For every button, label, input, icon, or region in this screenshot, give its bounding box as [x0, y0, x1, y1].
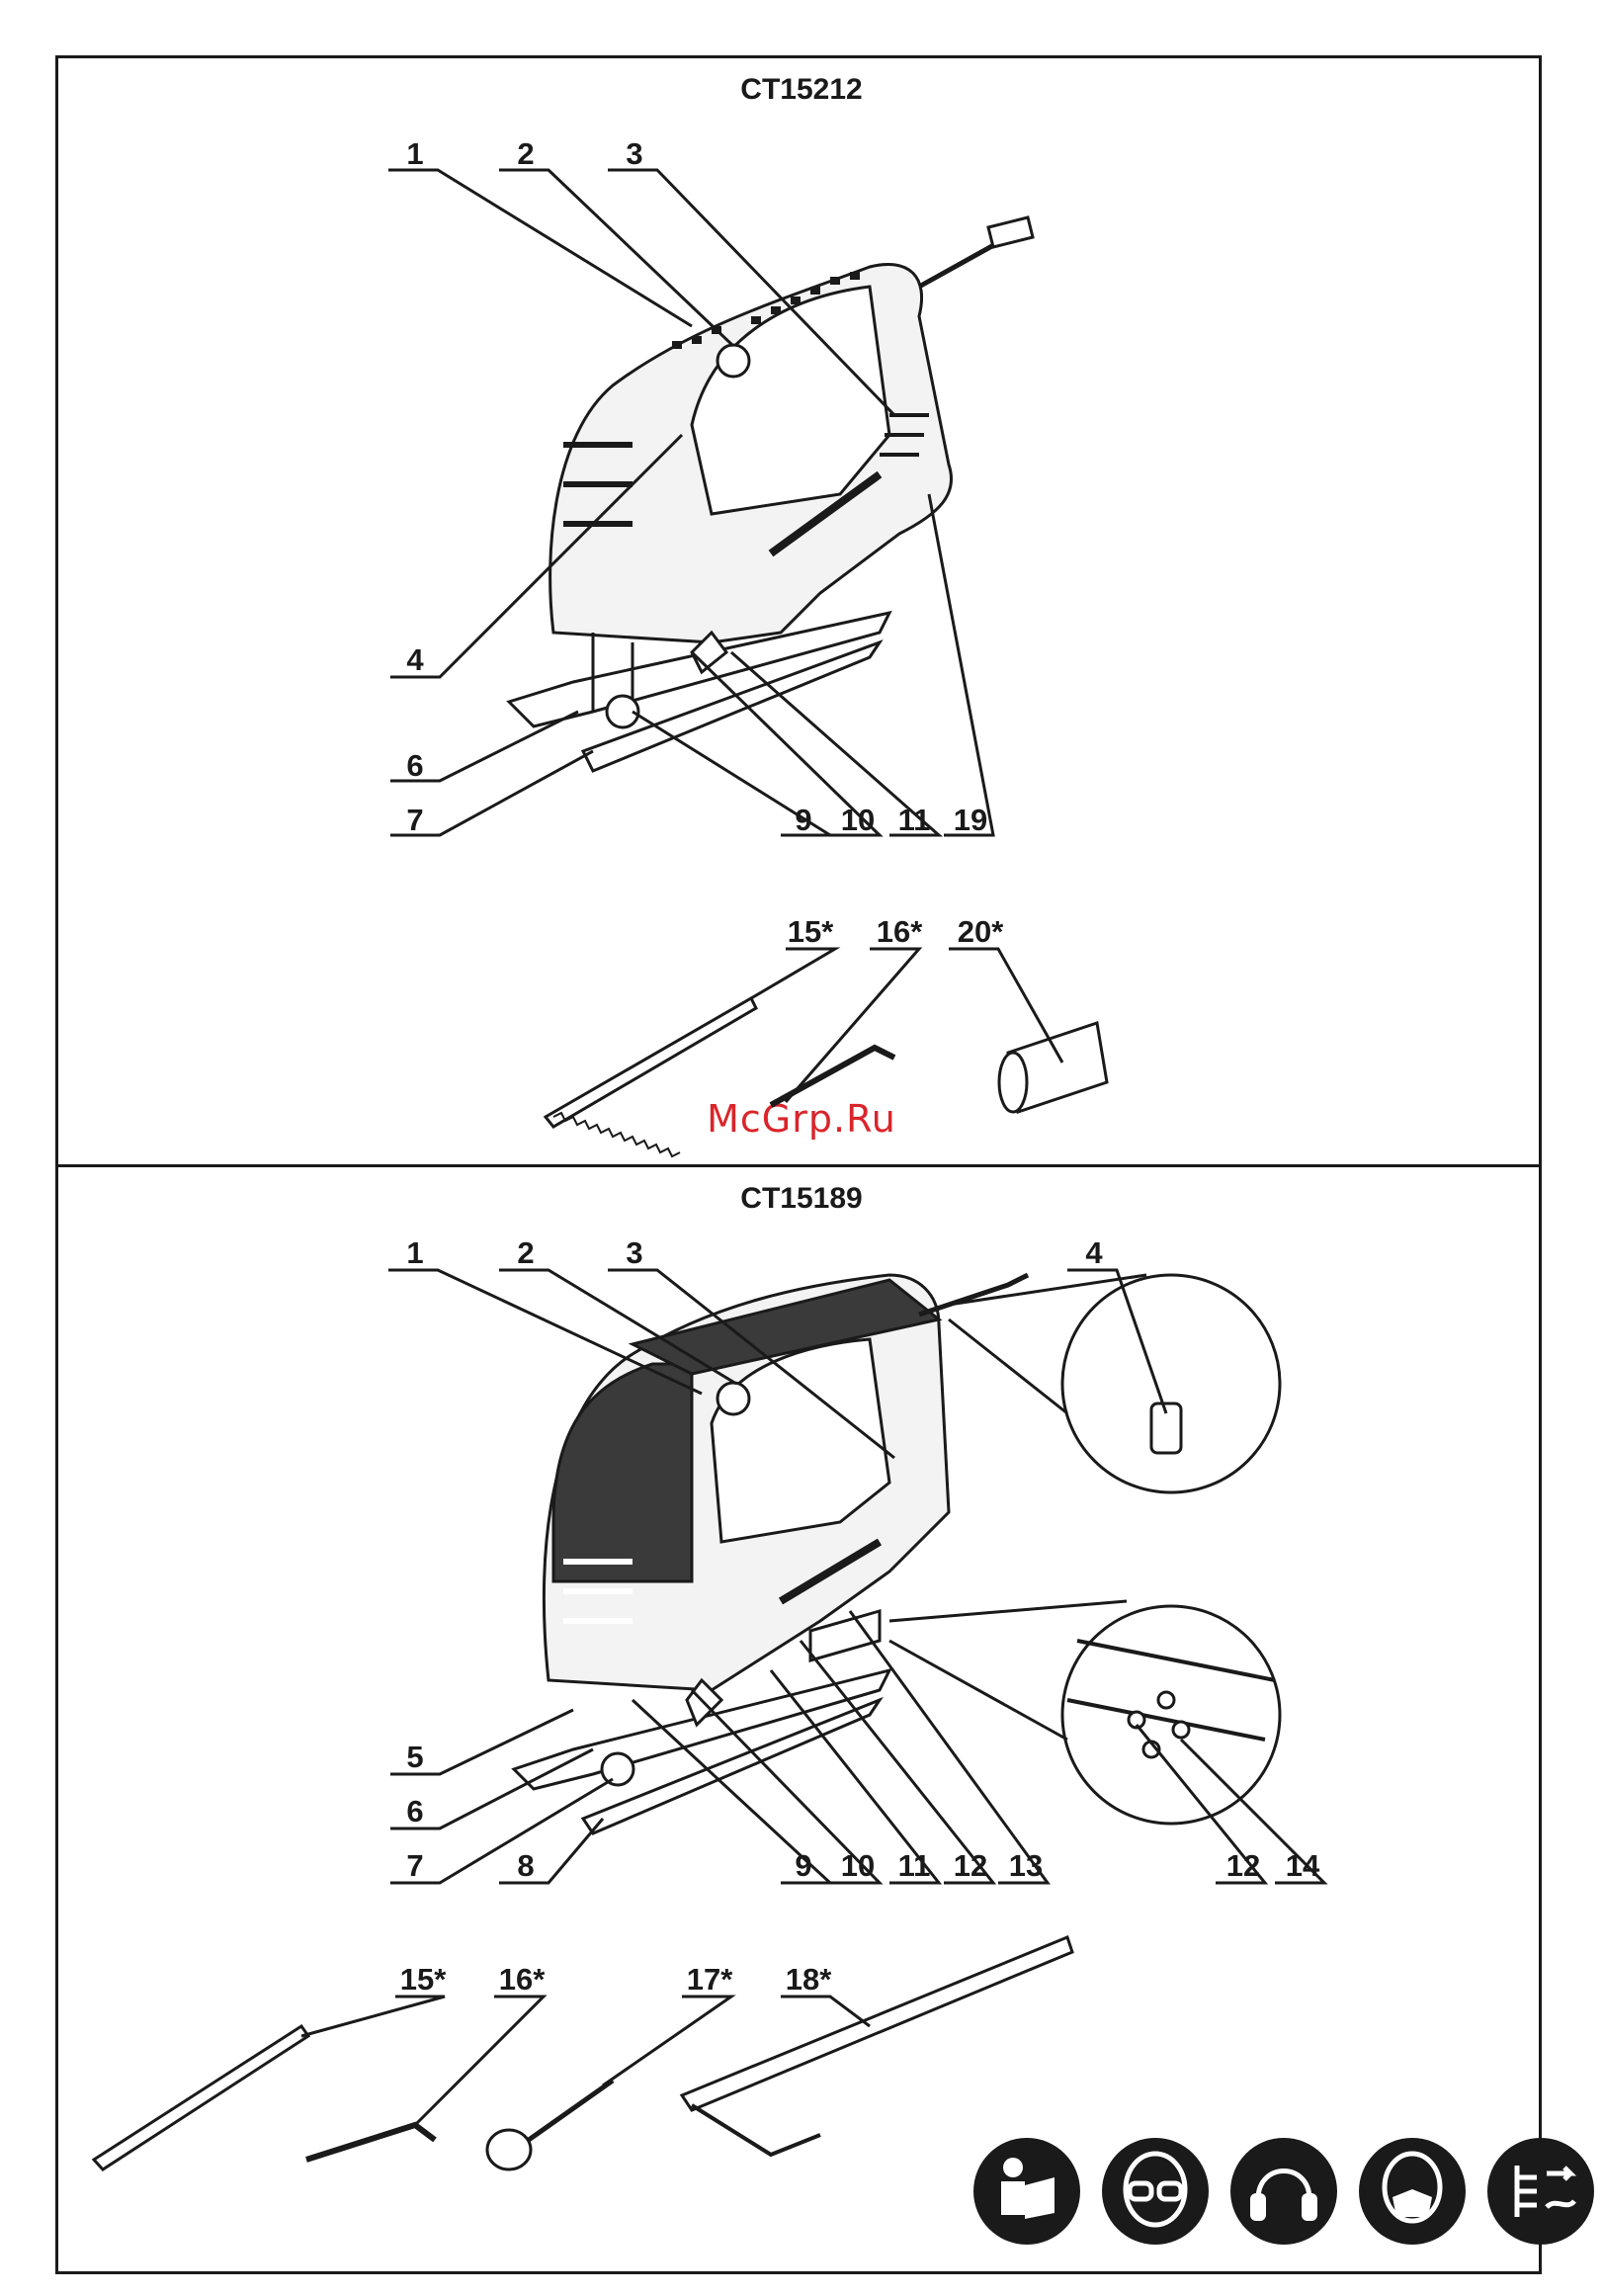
part-label: 2: [496, 1235, 555, 1271]
part-label: 16*: [870, 914, 929, 950]
part-label: 10: [828, 1848, 887, 1884]
part-label: 11: [885, 1848, 944, 1884]
part-label: 16*: [492, 1962, 551, 1998]
part-label: 15*: [781, 914, 840, 950]
part-label: 9: [774, 1848, 833, 1884]
unplug-icon: [1487, 2138, 1594, 2245]
part-label: 4: [385, 642, 445, 678]
read-manual-icon: [973, 2138, 1080, 2245]
part-label: 7: [385, 803, 445, 838]
part-label: 9: [774, 803, 833, 838]
part-label: 7: [385, 1848, 445, 1884]
part-label: 1: [385, 1235, 445, 1271]
part-label: 10: [828, 803, 887, 838]
part-label: 8: [496, 1848, 555, 1884]
part-label: 17*: [680, 1962, 739, 1998]
part-label: 20*: [951, 914, 1010, 950]
dust-mask-icon: [1359, 2138, 1466, 2245]
part-label: 3: [605, 136, 664, 172]
part-label: 19: [941, 803, 1000, 838]
part-label: 2: [496, 136, 555, 172]
ear-protection-icon: [1230, 2138, 1337, 2245]
safety-goggles-icon: [1102, 2138, 1209, 2245]
part-label: 15*: [393, 1962, 453, 1998]
part-label: 12: [941, 1848, 1000, 1884]
part-label: 14: [1273, 1848, 1332, 1884]
part-label: 12: [1214, 1848, 1273, 1884]
part-label: 4: [1064, 1235, 1124, 1271]
part-label: 3: [605, 1235, 664, 1271]
part-label: 6: [385, 748, 445, 784]
part-label: 5: [385, 1740, 445, 1775]
part-label: 6: [385, 1794, 445, 1829]
part-label: 11: [885, 803, 944, 838]
part-label: 13: [996, 1848, 1055, 1884]
part-label: 1: [385, 136, 445, 172]
part-label: 18*: [779, 1962, 838, 1998]
